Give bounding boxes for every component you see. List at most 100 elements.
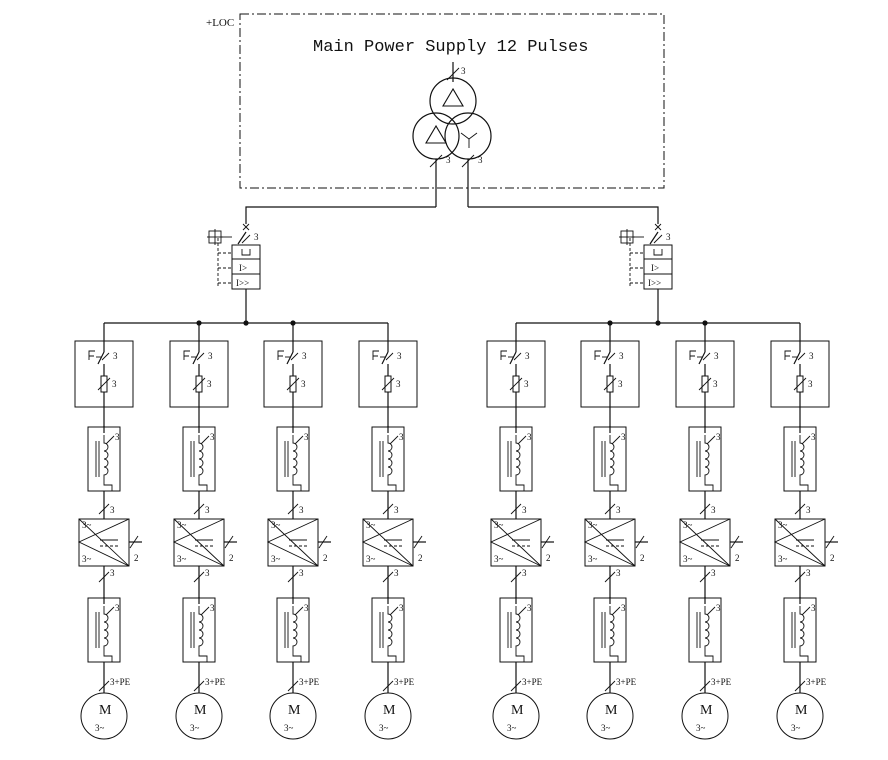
delta-secondary-icon xyxy=(425,124,447,144)
feeder-left xyxy=(245,206,436,224)
motor-letter: M xyxy=(700,703,713,718)
motor-protection-icon xyxy=(277,350,284,360)
motor-supply-label: 3+PE xyxy=(616,677,637,687)
delta-primary-icon xyxy=(442,87,464,107)
main-circuit-breaker: 3I>I>> xyxy=(619,223,673,323)
transformer-12-pulse: 3 3 3 xyxy=(412,62,492,207)
inductor-coil-icon xyxy=(515,606,525,662)
label: 3 xyxy=(716,603,721,613)
count-tick xyxy=(604,503,616,515)
motor-supply-label: 3+PE xyxy=(110,677,131,687)
count-tick xyxy=(193,680,205,692)
label: 3 xyxy=(394,505,399,515)
count-tick xyxy=(794,680,806,692)
count-tick xyxy=(193,503,205,515)
count-tick xyxy=(287,503,299,515)
motor-icon xyxy=(681,692,729,740)
motor-phase-label: 3~ xyxy=(601,723,611,733)
label: 3 xyxy=(808,379,813,389)
phase-input-label: 3~ xyxy=(366,520,376,530)
label: 3 xyxy=(299,568,304,578)
motor-phase-label: 3~ xyxy=(507,723,517,733)
label: 3 xyxy=(397,351,402,361)
motor-supply-label: 3+PE xyxy=(299,677,320,687)
overcurrent-trip-label: I> xyxy=(239,263,247,273)
switch-contact xyxy=(97,351,105,365)
motor-icon xyxy=(80,692,128,740)
motor-letter: M xyxy=(605,703,618,718)
label: 3 xyxy=(616,505,621,515)
label: 3 xyxy=(399,603,404,613)
count-tick xyxy=(604,680,616,692)
switch-contact xyxy=(509,351,517,365)
short-circuit-trip-label: I>> xyxy=(648,278,661,288)
transformer-left-output-count: 3 xyxy=(446,155,451,165)
label: 3 xyxy=(115,603,120,613)
phase-input-label: 3~ xyxy=(778,520,788,530)
inductor-coil-icon xyxy=(292,606,302,662)
converter-icon xyxy=(678,518,731,567)
label: 3 xyxy=(806,568,811,578)
converter-icon xyxy=(77,518,130,567)
label: 3 xyxy=(527,432,532,442)
label: 2 xyxy=(418,553,423,563)
motor-protection-icon xyxy=(594,350,601,360)
inductor-coil-icon xyxy=(799,606,809,662)
label: 3 xyxy=(115,432,120,442)
label: 3 xyxy=(113,351,118,361)
motor-phase-label: 3~ xyxy=(284,723,294,733)
phase-input-label: 3~ xyxy=(494,520,504,530)
distribution-bus xyxy=(104,320,388,326)
breaker-count-label: 3 xyxy=(254,232,259,242)
label: 3 xyxy=(301,379,306,389)
motor-letter: M xyxy=(99,703,112,718)
phase-output-label: 3~ xyxy=(778,554,788,564)
count-tick xyxy=(794,503,806,515)
motor-icon xyxy=(269,692,317,740)
converter-icon xyxy=(172,518,225,567)
feeder-right xyxy=(468,206,659,224)
count-tick xyxy=(98,503,110,515)
motor-phase-label: 3~ xyxy=(190,723,200,733)
label: 3 xyxy=(299,505,304,515)
count-tick xyxy=(382,571,394,583)
motor-letter: M xyxy=(795,703,808,718)
count-tick xyxy=(510,571,522,583)
inductor-coil-icon xyxy=(609,606,619,662)
phase-output-label: 3~ xyxy=(588,554,598,564)
label: 3 xyxy=(806,505,811,515)
label: 3 xyxy=(210,603,215,613)
switch-contact xyxy=(192,351,200,365)
switch-contact xyxy=(793,351,801,365)
label: 3 xyxy=(399,432,404,442)
inductor-coil-icon xyxy=(515,435,525,491)
label: 2 xyxy=(323,553,328,563)
inductor-coil-icon xyxy=(704,435,714,491)
distribution-bus xyxy=(516,320,800,326)
breaker-trip-unit xyxy=(643,244,673,290)
inductor-coil-icon xyxy=(103,606,113,662)
inductor-coil-icon xyxy=(609,435,619,491)
inductor-coil-icon xyxy=(799,435,809,491)
label: 3 xyxy=(208,351,213,361)
label: 2 xyxy=(735,553,740,563)
count-tick xyxy=(382,503,394,515)
label: 3 xyxy=(711,505,716,515)
phase-output-label: 3~ xyxy=(177,554,187,564)
transformer-right-output-count: 3 xyxy=(478,155,483,165)
count-tick xyxy=(604,571,616,583)
overcurrent-trip-label: I> xyxy=(651,263,659,273)
label: 3 xyxy=(713,379,718,389)
motor-icon xyxy=(364,692,412,740)
inductor-coil-icon xyxy=(292,435,302,491)
inductor-coil-icon xyxy=(387,435,397,491)
label: 3 xyxy=(304,603,309,613)
label: 3 xyxy=(110,568,115,578)
motor-protection-icon xyxy=(500,350,507,360)
label: 3 xyxy=(110,505,115,515)
